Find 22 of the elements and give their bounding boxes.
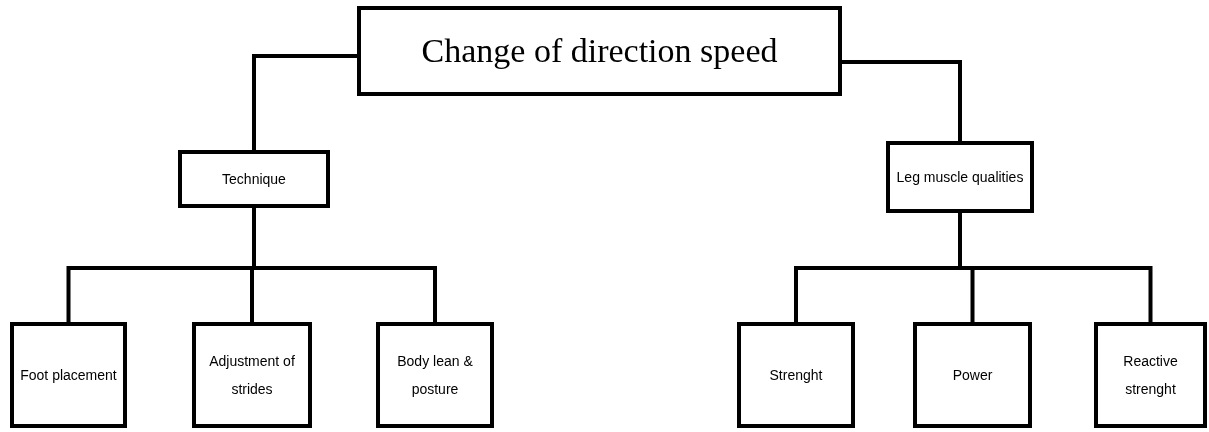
node-label: Leg muscle qualities xyxy=(896,168,1024,187)
node-label: Power xyxy=(952,366,993,385)
node-label: Reactive strenght xyxy=(1122,352,1179,399)
node-label: Adjustment of strides xyxy=(208,352,296,399)
node-label: Change of direction speed xyxy=(421,31,778,71)
category-box xyxy=(913,322,1032,428)
category-box xyxy=(886,141,1034,213)
category-box xyxy=(1094,322,1207,428)
connector-line xyxy=(252,208,437,322)
category-box xyxy=(737,322,855,428)
category-box xyxy=(376,322,494,428)
node-label: Foot placement xyxy=(20,366,117,385)
node-label: Strenght xyxy=(769,366,823,385)
category-box xyxy=(178,150,330,208)
category-box xyxy=(192,322,312,428)
node-label: Body lean & posture xyxy=(396,352,474,399)
title-box xyxy=(357,6,842,96)
category-box xyxy=(10,322,127,428)
connector-line xyxy=(842,60,962,141)
node-label: Technique xyxy=(222,170,286,189)
connector-line xyxy=(958,213,1153,322)
connector-line xyxy=(252,54,357,150)
